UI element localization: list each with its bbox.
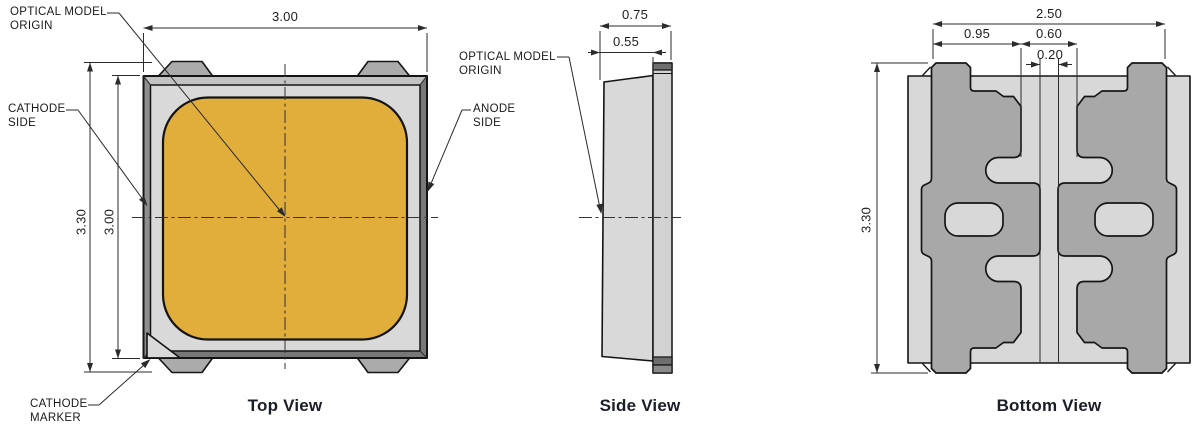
- label-optical-model-origin-side: OPTICAL MODEL ORIGIN: [459, 51, 556, 77]
- edge-band-left: [143, 76, 151, 358]
- dim-side-body-depth: [588, 49, 666, 74]
- bottom-view-drawing: [871, 21, 1191, 374]
- label-anode-side: ANODE SIDE: [473, 103, 516, 129]
- cathode-marker-triangle: [146, 332, 181, 359]
- leader-side-view: [557, 56, 603, 214]
- anode-pad-slot: [1094, 202, 1154, 237]
- dim-value-side-overall-depth: 0.75: [621, 7, 649, 22]
- title-side-view: Side View: [599, 396, 681, 415]
- substrate-bevels: [922, 66, 1176, 373]
- dim-value-side-body-depth: 0.55: [612, 34, 640, 49]
- dim-top-width: [143, 25, 428, 72]
- edge-band-right: [420, 76, 427, 358]
- label-cathode-side: CATHODE SIDE: [8, 103, 66, 129]
- edge-band-bottom: [143, 351, 427, 358]
- dim-value-top-overall-height: 3.30: [73, 208, 89, 236]
- title-top-view: Top View: [247, 396, 323, 415]
- tab-top-right: [356, 60, 411, 78]
- dim-top-body-height: [112, 75, 140, 359]
- leader-lines-top-view: [66, 12, 471, 406]
- dim-value-bottom-pad-gap: 0.60: [1035, 26, 1063, 41]
- dim-value-top-body-height: 3.00: [101, 208, 117, 236]
- dim-side-overall-depth: [599, 23, 672, 80]
- tab-bottom-left: [157, 356, 214, 374]
- dim-value-bottom-pad-span: 2.50: [1035, 6, 1063, 21]
- centerlines-top-view: [132, 64, 438, 369]
- label-optical-model-origin-top: OPTICAL MODEL ORIGIN: [10, 6, 107, 32]
- tab-top-left: [157, 60, 214, 78]
- cathode-pad-slot: [944, 202, 1004, 237]
- dim-value-bottom-center-gap: 0.20: [1036, 47, 1064, 62]
- dim-value-bottom-pad-width: 0.95: [963, 26, 991, 41]
- title-bottom-view: Bottom View: [996, 396, 1102, 415]
- dim-value-bottom-overall-height: 3.30: [858, 206, 874, 234]
- dim-bottom-pad-width-and-gap: [933, 41, 1078, 157]
- side-pad-top: [652, 62, 673, 71]
- tab-bottom-right: [356, 356, 411, 374]
- side-pad-bottom: [652, 356, 673, 366]
- dim-top-overall-height: [84, 62, 152, 373]
- side-body: [601, 74, 654, 362]
- label-cathode-marker: CATHODE MARKER: [30, 398, 88, 424]
- dim-value-top-width: 3.00: [271, 9, 299, 24]
- side-view-drawing: [557, 23, 681, 374]
- dim-bottom-overall-height: [871, 62, 928, 374]
- dim-bottom-center-gap: [1026, 58, 1072, 362]
- top-view-drawing: [66, 12, 471, 406]
